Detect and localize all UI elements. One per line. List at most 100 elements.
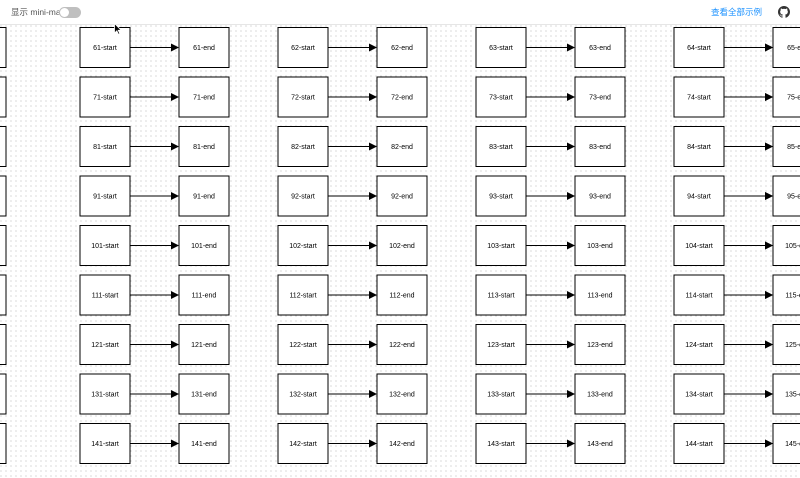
- node-label: 112-end: [389, 293, 414, 300]
- node-start-133[interactable]: 133-start: [475, 373, 527, 415]
- node-end-112[interactable]: 112-end: [376, 274, 428, 316]
- node-start-92[interactable]: 92-start: [277, 175, 329, 217]
- node-start-134[interactable]: 134-start: [673, 373, 725, 415]
- node-label: 104-start: [685, 243, 713, 250]
- node-end-125[interactable]: 125-end: [772, 324, 800, 365]
- node-end-85[interactable]: 85-end: [772, 126, 800, 167]
- node-start-102[interactable]: 102-start: [277, 225, 329, 266]
- node-start-143[interactable]: 143-start: [475, 423, 527, 464]
- node-end-75[interactable]: 75-end: [772, 76, 800, 118]
- node-label: 142-end: [389, 441, 415, 448]
- node-label: 61-start: [93, 45, 117, 52]
- node-end-113[interactable]: 113-end: [574, 274, 626, 316]
- node-end-70[interactable]: 70-end: [0, 76, 7, 118]
- minimap-toggle[interactable]: [59, 7, 81, 18]
- node-start-132[interactable]: 132-start: [277, 373, 329, 415]
- node-start-62[interactable]: 62-start: [277, 27, 329, 68]
- node-end-133[interactable]: 133-end: [574, 373, 626, 415]
- node-end-71[interactable]: 71-end: [178, 76, 230, 118]
- node-start-61[interactable]: 61-start: [79, 27, 131, 68]
- node-start-71[interactable]: 71-start: [79, 76, 131, 118]
- node-end-61[interactable]: 61-end: [178, 27, 230, 68]
- node-end-130[interactable]: 130-end: [0, 373, 7, 415]
- node-label: 122-start: [289, 342, 317, 349]
- node-start-142[interactable]: 142-start: [277, 423, 329, 464]
- node-end-91[interactable]: 91-end: [178, 175, 230, 217]
- node-start-63[interactable]: 63-start: [475, 27, 527, 68]
- node-end-122[interactable]: 122-end: [376, 324, 428, 365]
- node-start-141[interactable]: 141-start: [79, 423, 131, 464]
- graph-canvas[interactable]: 50-end51-start51-end52-start52-end53-sta…: [0, 25, 800, 478]
- node-end-115[interactable]: 115-end: [772, 274, 800, 316]
- node-end-73[interactable]: 73-end: [574, 76, 626, 118]
- toggle-knob: [60, 8, 69, 17]
- node-start-82[interactable]: 82-start: [277, 126, 329, 167]
- node-end-120[interactable]: 120-end: [0, 324, 7, 365]
- node-start-81[interactable]: 81-start: [79, 126, 131, 167]
- node-end-62[interactable]: 62-end: [376, 27, 428, 68]
- node-end-142[interactable]: 142-end: [376, 423, 428, 464]
- node-end-93[interactable]: 93-end: [574, 175, 626, 217]
- node-end-140[interactable]: 140-end: [0, 423, 7, 464]
- node-end-123[interactable]: 123-end: [574, 324, 626, 365]
- node-end-95[interactable]: 95-end: [772, 175, 800, 217]
- node-start-101[interactable]: 101-start: [79, 225, 131, 266]
- node-start-112[interactable]: 112-start: [277, 274, 329, 316]
- node-start-103[interactable]: 103-start: [475, 225, 527, 266]
- node-start-64[interactable]: 64-start: [673, 27, 725, 68]
- node-start-91[interactable]: 91-start: [79, 175, 131, 217]
- node-end-143[interactable]: 143-end: [574, 423, 626, 464]
- node-end-102[interactable]: 102-end: [376, 225, 428, 266]
- node-start-131[interactable]: 131-start: [79, 373, 131, 415]
- node-end-81[interactable]: 81-end: [178, 126, 230, 167]
- node-end-82[interactable]: 82-end: [376, 126, 428, 167]
- node-start-83[interactable]: 83-start: [475, 126, 527, 167]
- node-box: [277, 274, 329, 316]
- node-start-114[interactable]: 114-start: [673, 274, 725, 316]
- node-end-103[interactable]: 103-end: [574, 225, 626, 266]
- node-start-94[interactable]: 94-start: [673, 175, 725, 217]
- node-end-92[interactable]: 92-end: [376, 175, 428, 217]
- node-start-121[interactable]: 121-start: [79, 324, 131, 365]
- node-start-124[interactable]: 124-start: [673, 324, 725, 365]
- node-start-111[interactable]: 111-start: [79, 274, 131, 316]
- node-end-72[interactable]: 72-end: [376, 76, 428, 118]
- node-label: 102-start: [289, 243, 317, 250]
- node-label: 63-start: [489, 45, 513, 52]
- graph-svg[interactable]: 50-end51-start51-end52-start52-end53-sta…: [0, 25, 800, 478]
- node-start-73[interactable]: 73-start: [475, 76, 527, 118]
- node-end-121[interactable]: 121-end: [178, 324, 230, 365]
- node-label: 74-start: [687, 95, 711, 102]
- node-end-90[interactable]: 90-end: [0, 175, 7, 217]
- node-end-131[interactable]: 131-end: [178, 373, 230, 415]
- node-end-83[interactable]: 83-end: [574, 126, 626, 167]
- node-start-104[interactable]: 104-start: [673, 225, 725, 266]
- node-end-63[interactable]: 63-end: [574, 27, 626, 68]
- node-box: [574, 126, 626, 167]
- node-end-105[interactable]: 105-end: [772, 225, 800, 266]
- node-end-132[interactable]: 132-end: [376, 373, 428, 415]
- node-end-145[interactable]: 145-end: [772, 423, 800, 464]
- node-end-65[interactable]: 65-end: [772, 27, 800, 68]
- node-start-123[interactable]: 123-start: [475, 324, 527, 365]
- view-all-examples-link[interactable]: 查看全部示例: [710, 7, 762, 17]
- node-start-122[interactable]: 122-start: [277, 324, 329, 365]
- node-end-101[interactable]: 101-end: [178, 225, 230, 266]
- github-icon[interactable]: [778, 6, 790, 18]
- node-box: [178, 175, 230, 217]
- node-end-80[interactable]: 80-end: [0, 126, 7, 167]
- node-start-144[interactable]: 144-start: [673, 423, 725, 464]
- node-end-60[interactable]: 60-end: [0, 27, 7, 68]
- node-end-111[interactable]: 111-end: [178, 274, 230, 316]
- node-start-72[interactable]: 72-start: [277, 76, 329, 118]
- node-start-113[interactable]: 113-start: [475, 274, 527, 316]
- node-start-84[interactable]: 84-start: [673, 126, 725, 167]
- node-start-93[interactable]: 93-start: [475, 175, 527, 217]
- node-end-110[interactable]: 110-end: [0, 274, 7, 316]
- node-end-141[interactable]: 141-end: [178, 423, 230, 464]
- node-label: 81-start: [93, 144, 117, 151]
- node-end-135[interactable]: 135-end: [772, 373, 800, 415]
- node-end-100[interactable]: 100-end: [0, 225, 7, 266]
- node-label: 143-start: [487, 441, 515, 448]
- node-start-74[interactable]: 74-start: [673, 76, 725, 118]
